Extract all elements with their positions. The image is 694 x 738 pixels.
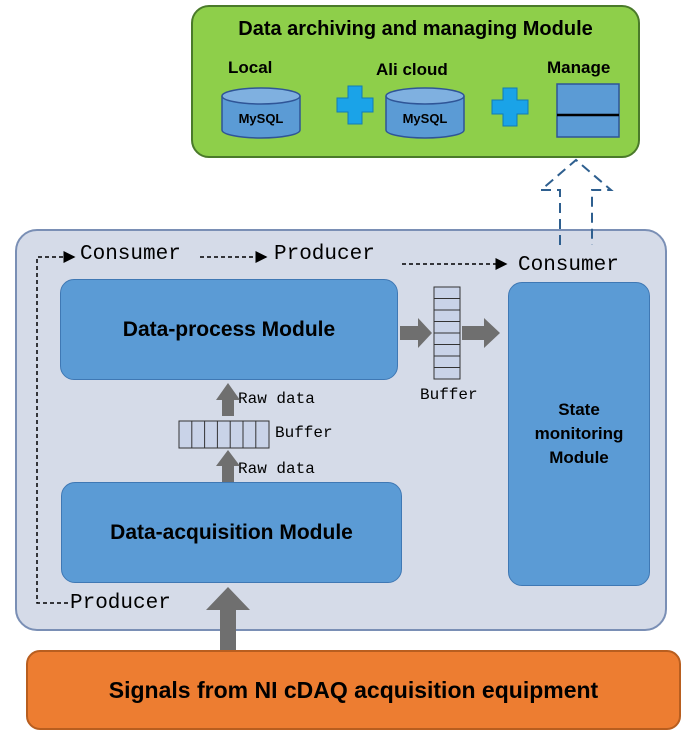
signals-source: Signals from NI cDAQ acquisition equipme… <box>26 650 681 730</box>
arrow-process-to-buffer <box>400 318 432 348</box>
arrow-signals-up <box>206 587 250 650</box>
buffer-queue-horizontal <box>178 420 270 449</box>
plus-icon-2 <box>491 87 529 127</box>
database-text-cloud: MySQL <box>402 111 448 126</box>
producer-label-bottom: Producer <box>70 592 171 615</box>
manage-icon <box>556 83 620 138</box>
feedback-dotted-line <box>36 251 76 604</box>
plus-icon-1 <box>336 85 374 125</box>
database-icon-cloud <box>385 87 465 139</box>
consumer-label-left: Consumer <box>80 243 181 266</box>
buffer-label-right: Buffer <box>420 386 478 404</box>
producer-label-top: Producer <box>274 243 375 266</box>
buffer-label-middle: Buffer <box>275 424 333 442</box>
database-icon-local <box>221 87 301 139</box>
manage-label: Manage <box>547 58 611 77</box>
arrow-raw-data-up-2 <box>216 450 240 482</box>
data-process-module: Data-process Module <box>60 279 398 380</box>
cloud-label: Ali cloud <box>376 60 448 79</box>
archive-title: Data archiving and managing Module <box>238 18 593 40</box>
data-acquisition-module: Data-acquisition Module <box>61 482 402 583</box>
raw-data-label-top: Raw data <box>238 390 315 408</box>
local-label: Local <box>228 58 273 77</box>
raw-data-label-bottom: Raw data <box>238 460 315 478</box>
consumer-label-right: Consumer <box>518 254 619 277</box>
arrow-raw-data-up-1 <box>216 383 240 416</box>
state-monitoring-module: State monitoring Module <box>508 282 650 586</box>
buffer-queue-vertical <box>433 286 461 380</box>
arrow-buffer-to-state <box>462 318 500 348</box>
database-text-local: MySQL <box>238 111 284 126</box>
upload-arrow-dashed <box>538 158 614 245</box>
